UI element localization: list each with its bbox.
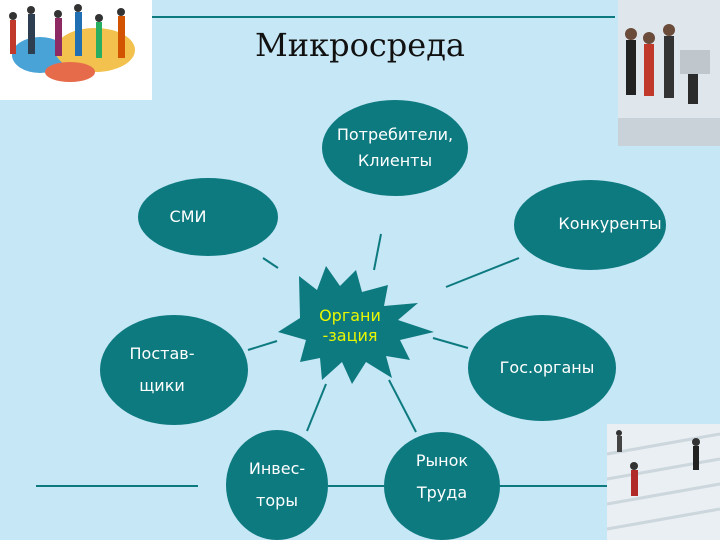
connector-media bbox=[262, 257, 279, 269]
office-people-image bbox=[618, 0, 720, 146]
node-investors-label: Инвес- торы bbox=[248, 459, 306, 510]
center-label: Органи -зация bbox=[300, 306, 400, 346]
node-suppliers-label: Постав- щики bbox=[129, 344, 195, 395]
business-people-stairs-image bbox=[607, 424, 720, 540]
node-media: СМИ bbox=[138, 178, 278, 256]
node-media-label: СМИ bbox=[169, 207, 207, 226]
node-consumers: Потребители, Клиенты bbox=[322, 100, 468, 196]
connector-competitors bbox=[445, 257, 520, 288]
connector-investors bbox=[306, 383, 327, 432]
center-label-text: Органи -зация bbox=[319, 306, 381, 345]
connector-suppliers bbox=[247, 340, 278, 351]
node-government-label: Гос.органы bbox=[499, 358, 595, 378]
connector-government bbox=[432, 337, 469, 349]
slide-title: Микросреда bbox=[255, 26, 465, 64]
node-labor-market-label: Рынок Труда bbox=[415, 451, 469, 502]
connector-labor-market bbox=[388, 379, 417, 433]
connector-consumers bbox=[373, 233, 382, 271]
node-investors: Инвес- торы bbox=[226, 430, 328, 540]
node-competitors: Конкуренты bbox=[514, 180, 666, 270]
node-government: Гос.органы bbox=[468, 315, 616, 421]
world-map-people-image bbox=[0, 0, 152, 100]
center-starburst bbox=[278, 266, 434, 384]
node-labor-market: Рынок Труда bbox=[384, 432, 500, 540]
node-suppliers: Постав- щики bbox=[100, 315, 248, 425]
node-consumers-label: Потребители, Клиенты bbox=[336, 125, 454, 170]
node-competitors-label: Конкуренты bbox=[558, 214, 662, 234]
